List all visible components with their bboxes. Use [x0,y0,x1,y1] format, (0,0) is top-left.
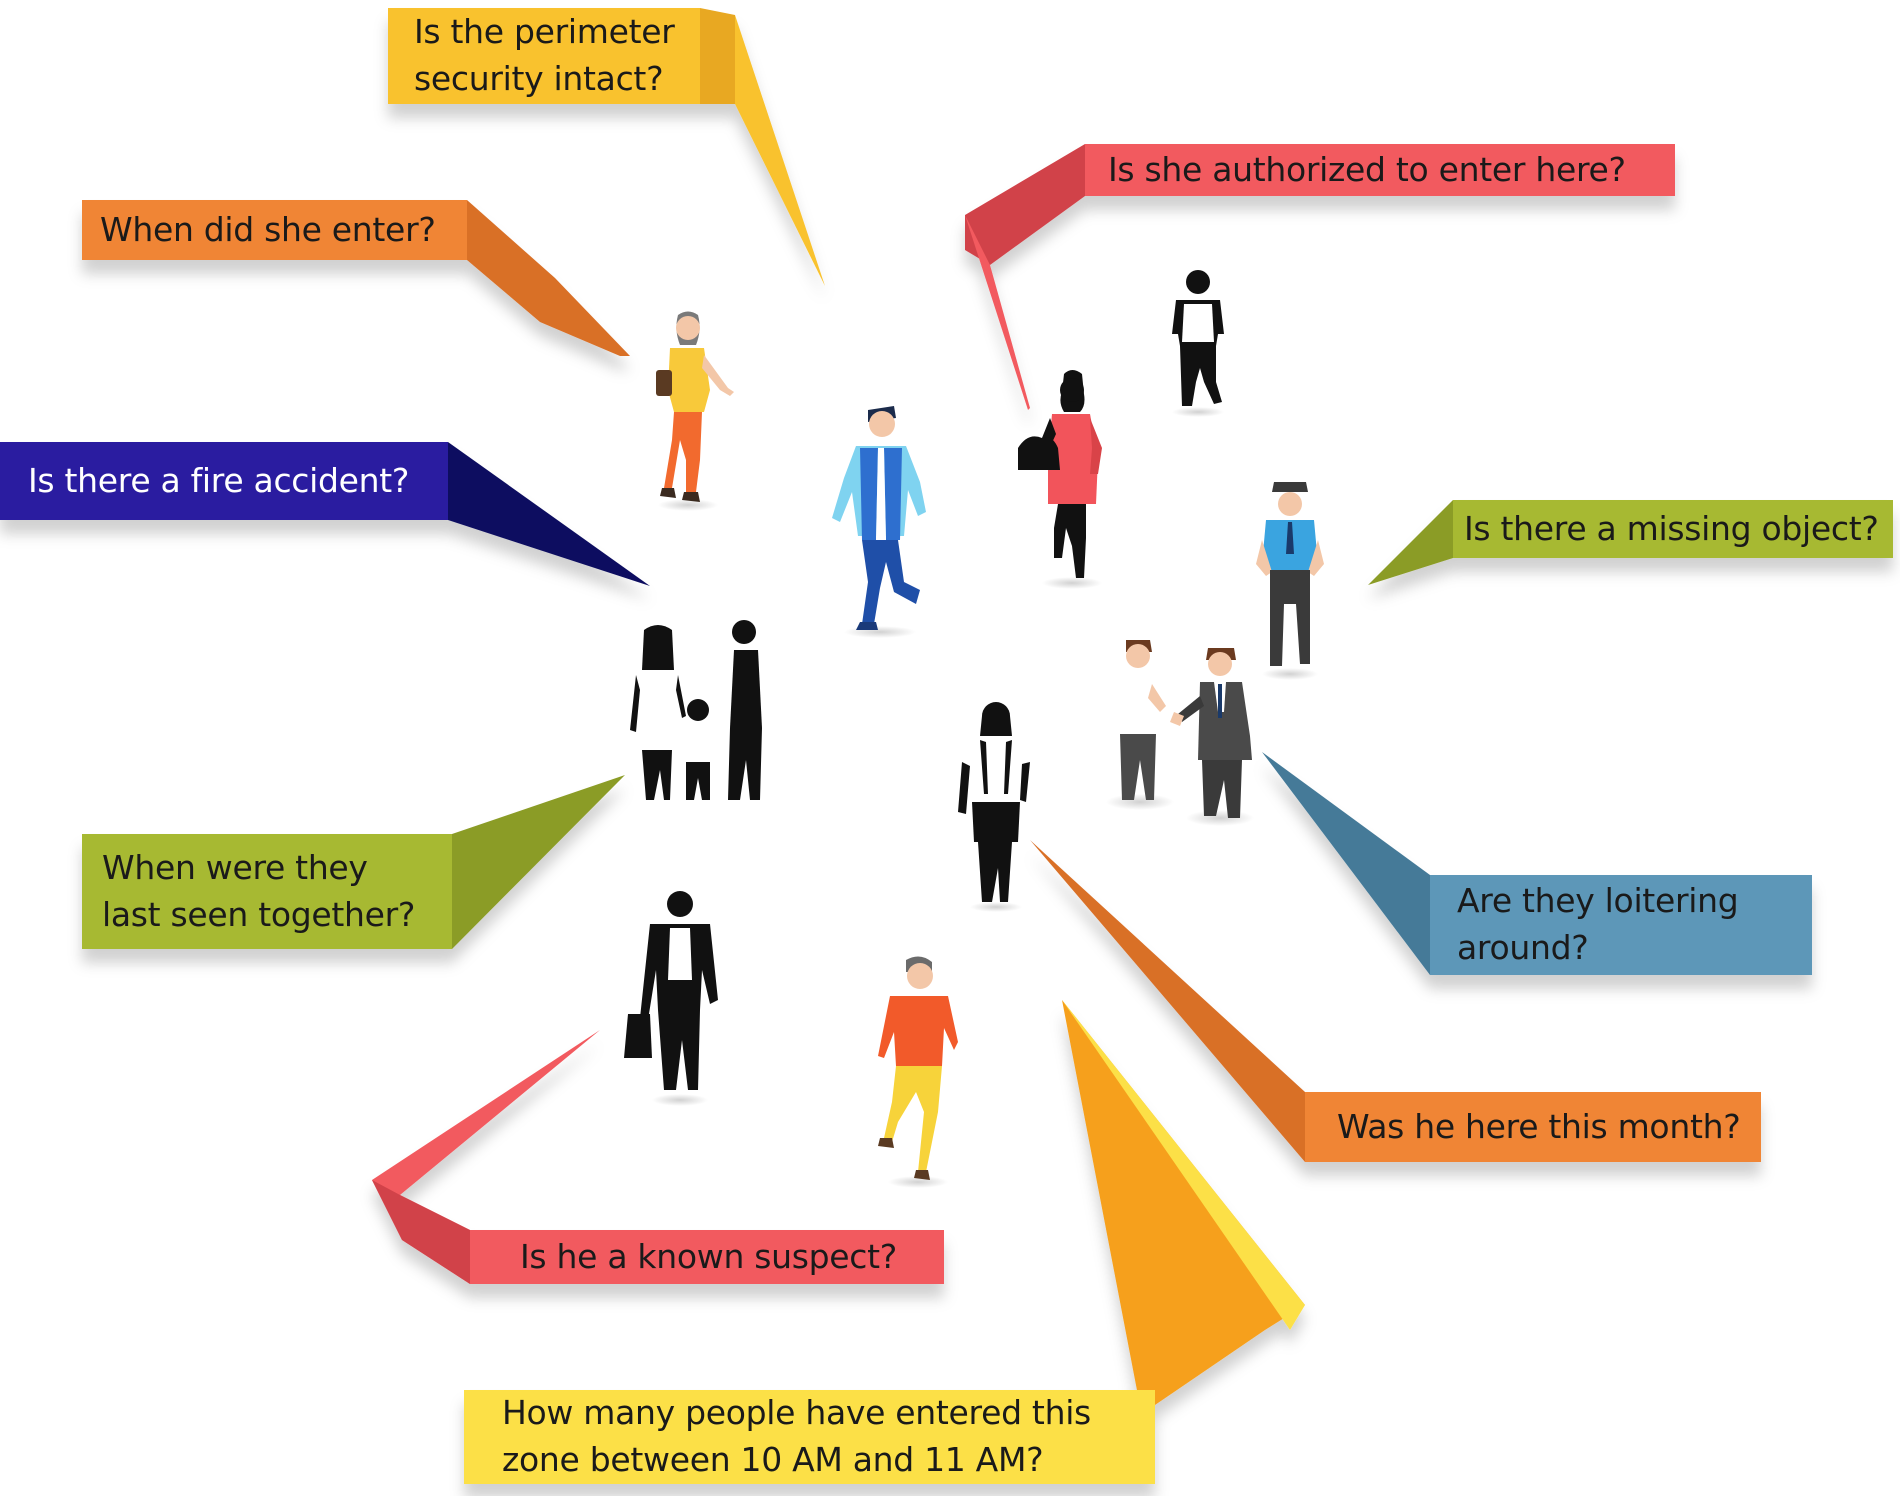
callout-authorized [965,144,1675,410]
callout-last-seen-line-1: When were they [102,847,368,887]
callout-perimeter-text: Is the perimeter security intact? [414,12,704,100]
callout-count-line-2: zone between 10 AM and 11 AM? [502,1440,1044,1479]
callout-missing [1368,500,1893,585]
callout-loitering-text: Are they loitering around? [1457,875,1807,975]
callout-count-text: How many people have entered this zone b… [502,1390,1152,1484]
callout-perimeter-line-1: Is the perimeter [414,12,675,52]
callout-missing-text: Is there a missing object? [1464,500,1894,558]
callout-this-month-line-1: Was he here this month? [1337,1106,1741,1146]
callout-perimeter-line-2: security intact? [414,59,664,98]
callout-authorized-text: Is she authorized to enter here? [1108,144,1673,196]
figure-family-group [630,620,776,800]
figure-woman-red-coat [1018,370,1102,589]
callout-loitering-line-1: Are they loitering [1457,881,1739,921]
figure-woman-backpack [958,702,1030,912]
figure-man-blue-vest [832,406,926,638]
figure-man-white-shirt [1172,270,1224,417]
callout-count [464,1000,1305,1484]
callout-last-seen-text: When were they last seen together? [102,834,447,949]
callout-this-month-text: Was he here this month? [1337,1092,1757,1162]
figure-man-orange-shirt [878,956,958,1188]
callout-fire-text: Is there a fire accident? [28,442,443,520]
figure-security-guard [1256,482,1324,680]
callout-last-seen [82,775,625,949]
callout-when-enter-line-1: When did she enter? [100,209,436,249]
callout-when-enter-text: When did she enter? [100,200,460,260]
callout-suspect [372,1030,944,1284]
callout-fire-line-1: Is there a fire accident? [28,460,410,500]
callout-fire [0,442,650,586]
callout-this-month [1030,840,1761,1162]
callout-when-enter [82,200,630,356]
callout-authorized-line-1: Is she authorized to enter here? [1108,149,1626,189]
callout-loitering-line-2: around? [1457,928,1589,967]
callout-suspect-line-1: Is he a known suspect? [520,1236,897,1276]
callout-loitering [1262,752,1812,975]
callout-count-line-1: How many people have entered this [502,1393,1091,1433]
callout-suspect-text: Is he a known suspect? [520,1230,940,1284]
figure-man-black-suit [624,891,718,1106]
figure-two-businessmen [1106,640,1254,826]
callout-missing-line-1: Is there a missing object? [1464,508,1879,548]
callout-perimeter [388,8,825,286]
callout-last-seen-line-2: last seen together? [102,894,416,934]
figure-woman-yellow-top [656,311,734,511]
